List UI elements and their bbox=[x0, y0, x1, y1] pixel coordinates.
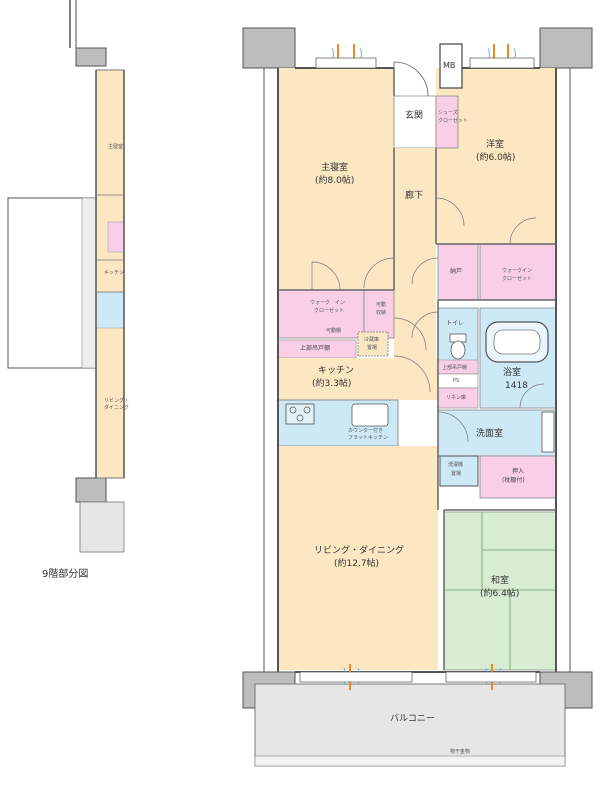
label-bath-name: 浴室 bbox=[503, 368, 522, 378]
room-walkin-right bbox=[479, 243, 557, 301]
label-hallway: 廊下 bbox=[405, 191, 424, 201]
door-bath bbox=[519, 383, 545, 409]
room-fridge-space bbox=[357, 331, 389, 357]
label-bath-size: 1418 bbox=[505, 381, 528, 391]
room-master-bedroom bbox=[278, 68, 394, 290]
label-linen: リネン庫 bbox=[446, 395, 467, 401]
key-plan-column-top bbox=[75, 47, 107, 67]
label-walkin-right-2: クローゼット bbox=[502, 276, 533, 282]
door-kitchen bbox=[393, 355, 431, 393]
entrance-door bbox=[393, 61, 429, 97]
door-master bbox=[311, 261, 341, 291]
key-plan-column-bottom bbox=[75, 477, 107, 503]
label-shoes-closet-2: クローゼット bbox=[438, 118, 469, 124]
label-movable-shelf: 可動棚 bbox=[326, 328, 342, 334]
label-western-name: 洋室 bbox=[486, 140, 505, 150]
kitchen-stove bbox=[285, 403, 315, 425]
label-movable-storage-2: 収納 bbox=[376, 310, 387, 316]
door-western bbox=[435, 197, 465, 227]
label-nando: 納戸 bbox=[450, 268, 463, 275]
door-hall-1 bbox=[363, 257, 395, 289]
label-living-name: リビング・ダイニング bbox=[314, 546, 405, 556]
label-fridge-2: 置場 bbox=[367, 345, 378, 351]
label-living-size: (約12.7帖) bbox=[334, 559, 380, 569]
label-japanese-size: (約6.4帖) bbox=[480, 589, 520, 599]
label-kitchen-size: (約3.3帖) bbox=[312, 379, 352, 389]
key-plan-label-living-1: リビング・ bbox=[104, 398, 130, 404]
room-washer bbox=[439, 455, 479, 487]
label-walkin-right-1: ウォークイン bbox=[502, 268, 533, 274]
room-shoes-closet bbox=[435, 95, 459, 149]
door-toilet bbox=[411, 311, 439, 339]
column-top-right bbox=[539, 27, 593, 69]
label-walkin-master-1: ウォーク イン bbox=[310, 300, 346, 306]
key-plan-drawing bbox=[7, 0, 125, 553]
key-plan: 主寝室 キッチン リビング・ ダイニング bbox=[0, 0, 130, 560]
label-washroom: 洗面室 bbox=[476, 429, 504, 439]
door-hall-2 bbox=[393, 317, 427, 351]
label-balcony-note: 物干金物 bbox=[450, 749, 471, 755]
kitchen-sink bbox=[351, 403, 389, 427]
wash-basin bbox=[541, 411, 555, 453]
label-washer-1: 洗濯機 bbox=[448, 462, 464, 468]
room-nando bbox=[437, 243, 479, 301]
mb-box bbox=[439, 43, 463, 89]
room-walkin-master bbox=[277, 289, 365, 339]
room-entrance bbox=[393, 95, 437, 149]
door-walkin bbox=[509, 217, 537, 245]
label-walkin-master-2: クローゼット bbox=[314, 308, 345, 314]
label-mb: MB bbox=[443, 61, 456, 70]
key-plan-caption: 9階部分図 bbox=[42, 569, 89, 580]
label-oshiire-2: (枕棚付) bbox=[502, 477, 525, 484]
balcony-area bbox=[254, 683, 566, 767]
room-washroom bbox=[437, 409, 557, 457]
label-japanese-name: 和室 bbox=[491, 576, 510, 586]
label-balcony: バルコニー bbox=[390, 714, 435, 724]
label-washer-2: 置場 bbox=[451, 471, 462, 477]
label-fridge-1: 冷蔵庫 bbox=[364, 337, 380, 343]
label-upper-storage-small: 上部吊戸棚 bbox=[442, 365, 468, 371]
label-master-size: (約8.0帖) bbox=[315, 176, 355, 186]
room-japanese bbox=[443, 511, 557, 671]
door-washroom bbox=[437, 411, 469, 443]
label-oshiire-1: 押入 bbox=[512, 468, 525, 475]
room-kitchen bbox=[278, 358, 438, 400]
label-kitchen-name: キッチン bbox=[318, 366, 355, 376]
label-movable-storage-1: 可動 bbox=[376, 302, 387, 308]
label-shoes-closet-1: シューズ bbox=[438, 110, 458, 116]
column-top-left bbox=[242, 27, 296, 69]
label-counter-2: フラットキッチン bbox=[348, 435, 389, 441]
label-entrance: 玄関 bbox=[405, 111, 424, 121]
door-nando bbox=[411, 257, 439, 285]
label-ps: PS bbox=[453, 378, 460, 384]
key-plan-label-master: 主寝室 bbox=[108, 144, 124, 150]
key-plan-label-kitchen: キッチン bbox=[104, 270, 125, 276]
key-plan-label-living-2: ダイニング bbox=[104, 405, 130, 411]
label-upper-storage: 上部吊戸棚 bbox=[300, 345, 331, 352]
label-toilet: トイレ bbox=[446, 320, 465, 327]
label-master-name: 主寝室 bbox=[321, 163, 349, 173]
room-movable-storage bbox=[363, 289, 395, 339]
label-western-size: (約6.0帖) bbox=[476, 153, 516, 163]
room-living-dining bbox=[278, 446, 438, 670]
room-oshiire bbox=[479, 455, 557, 499]
label-counter-1: カウンター付き bbox=[348, 428, 384, 434]
